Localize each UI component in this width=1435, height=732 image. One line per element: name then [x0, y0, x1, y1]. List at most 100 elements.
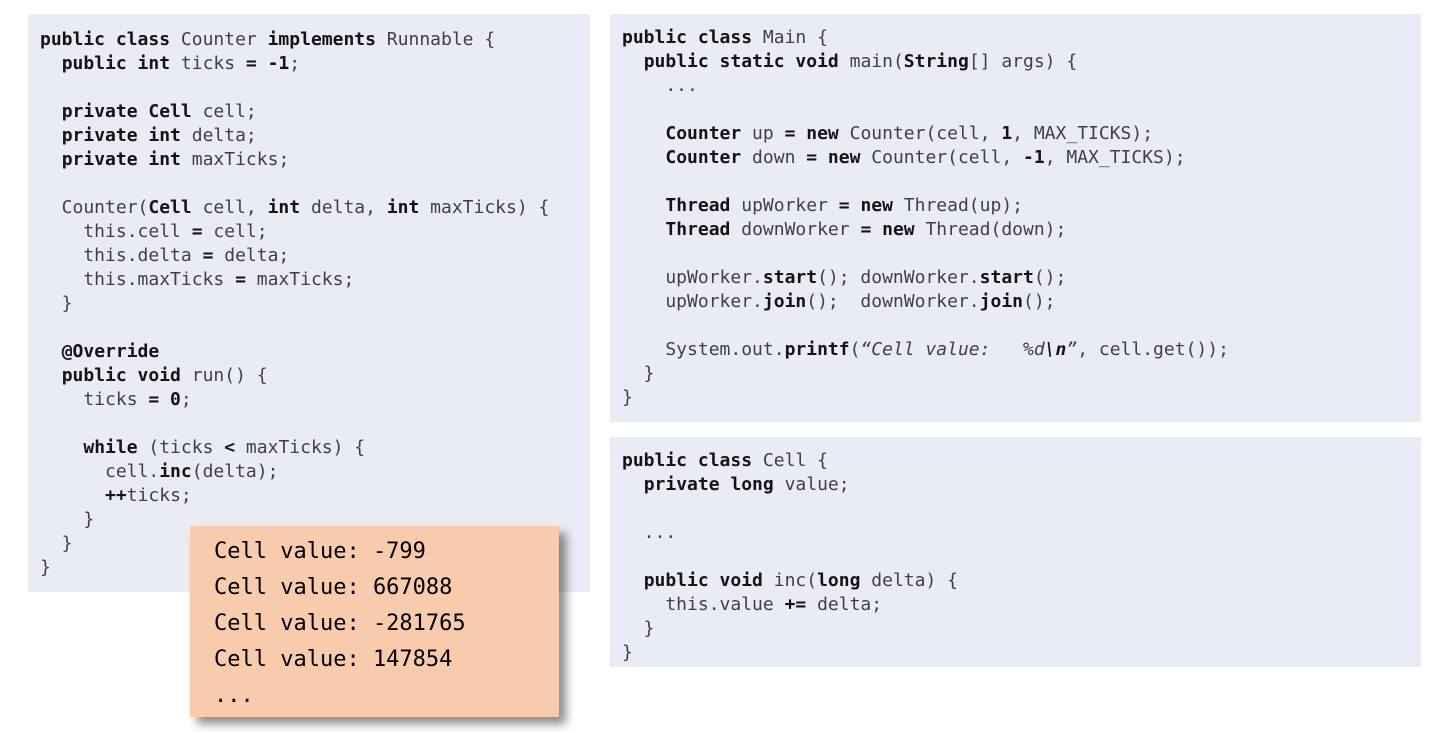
- code-token: -1: [1023, 147, 1045, 168]
- code-line: Counter(Cell cell, int delta, int maxTic…: [40, 196, 578, 220]
- code-token: [622, 123, 665, 144]
- code-token: [622, 219, 665, 240]
- code-token: private Cell: [61, 101, 192, 122]
- code-line: }: [40, 532, 578, 556]
- code-token: join: [762, 291, 807, 312]
- code-token: start: [979, 267, 1034, 288]
- code-line: Thread downWorker = new Thread(down);: [622, 218, 1409, 242]
- code-token: ++: [105, 485, 127, 506]
- code-token: = new: [806, 147, 861, 168]
- code-token: inc(: [762, 570, 818, 591]
- code-token: Runnable {: [375, 29, 496, 50]
- console-output-line: Cell value: 667088: [214, 575, 453, 600]
- code-line: public class Counter implements Runnable…: [40, 28, 578, 52]
- code-line: [40, 316, 578, 340]
- code-token: cell,: [191, 197, 268, 218]
- code-line: this.cell = cell;: [40, 220, 578, 244]
- code-token: (delta);: [191, 461, 279, 482]
- code-token: Main {: [762, 27, 828, 48]
- code-token: }: [622, 387, 633, 408]
- code-token: Cell: [148, 197, 192, 218]
- code-token: maxTicks) {: [419, 197, 550, 218]
- code-line: public void run() {: [40, 364, 578, 388]
- code-line: }: [622, 386, 1409, 410]
- code-line: public void inc(long delta) {: [622, 569, 1409, 593]
- code-token: ticks: [170, 53, 246, 74]
- code-panel-cell-class: public class Cell { private long value; …: [610, 437, 1421, 667]
- code-line: [40, 76, 578, 100]
- code-token: [622, 474, 644, 495]
- code-token: =: [202, 245, 214, 266]
- code-token: , MAX_TICKS);: [1044, 147, 1186, 168]
- code-panel-main-class: public class Main { public static void m…: [610, 14, 1421, 422]
- code-token: , cell.get());: [1077, 339, 1229, 360]
- code-token: Counter(cell,: [838, 123, 1002, 144]
- code-line: [40, 412, 578, 436]
- code-token: int: [386, 197, 420, 218]
- code-token: public class: [40, 29, 181, 50]
- code-token: [] args) {: [968, 51, 1078, 72]
- code-line: upWorker.join(); downWorker.join();: [622, 290, 1409, 314]
- code-line: private int maxTicks;: [40, 148, 578, 172]
- code-token: }: [622, 363, 655, 384]
- code-line: ...: [622, 74, 1409, 98]
- code-token: public int: [61, 53, 171, 74]
- code-token: public class: [622, 27, 763, 48]
- code-token: up: [741, 123, 785, 144]
- console-output-line: Cell value: 147854: [214, 647, 453, 672]
- code-token: cell;: [202, 221, 268, 242]
- code-token: upWorker.: [622, 291, 763, 312]
- console-output-line: ...: [214, 683, 254, 708]
- code-token: Counter(cell,: [860, 147, 1023, 168]
- code-line: this.maxTicks = maxTicks;: [40, 268, 578, 292]
- code-line: private int delta;: [40, 124, 578, 148]
- code-token: =: [235, 269, 246, 290]
- code-token: }: [40, 509, 95, 530]
- code-line: public int ticks = -1;: [40, 52, 578, 76]
- code-token: (: [849, 339, 861, 360]
- code-token: Thread(down);: [914, 219, 1067, 240]
- code-token: System.out.: [622, 339, 785, 360]
- code-token: private int: [61, 149, 181, 170]
- code-line: [40, 172, 578, 196]
- code-token: }: [40, 293, 73, 314]
- code-line: private Cell cell;: [40, 100, 578, 124]
- code-token: ();: [1023, 291, 1056, 312]
- code-line: }: [40, 292, 578, 316]
- code-line: [622, 545, 1409, 569]
- code-token: maxTicks;: [245, 269, 355, 290]
- code-line: }: [622, 362, 1409, 386]
- code-token: “Cell value: %d: [860, 339, 1045, 360]
- code-token: cell.: [40, 461, 160, 482]
- code-line: [622, 314, 1409, 338]
- code-token: [622, 570, 644, 591]
- code-line: Thread upWorker = new Thread(up);: [622, 194, 1409, 218]
- code-token: [40, 341, 62, 362]
- code-line: cell.inc(delta);: [40, 460, 578, 484]
- code-line: [622, 242, 1409, 266]
- code-line: }: [40, 556, 578, 580]
- code-token: printf: [784, 339, 850, 360]
- code-token: 1: [1001, 123, 1013, 144]
- code-token: [622, 51, 644, 72]
- code-token: ticks: [40, 389, 149, 410]
- code-token: public void: [61, 365, 181, 386]
- code-token: maxTicks;: [180, 149, 290, 170]
- code-token: = new: [860, 219, 915, 240]
- code-line: System.out.printf(“Cell value: %d\n”, ce…: [622, 338, 1409, 362]
- code-token: Counter: [180, 29, 268, 50]
- code-token: = -1: [245, 53, 290, 74]
- code-token: [622, 147, 665, 168]
- code-token: downWorker: [730, 219, 861, 240]
- code-token: ...: [622, 75, 698, 96]
- code-token: =: [191, 221, 203, 242]
- code-token: [40, 485, 105, 506]
- code-token: int: [267, 197, 301, 218]
- code-token: while: [83, 437, 138, 458]
- code-line: this.delta = delta;: [40, 244, 578, 268]
- code-line: }: [622, 641, 1409, 665]
- code-line: ticks = 0;: [40, 388, 578, 412]
- code-token: delta;: [806, 594, 883, 615]
- code-token: String: [903, 51, 969, 72]
